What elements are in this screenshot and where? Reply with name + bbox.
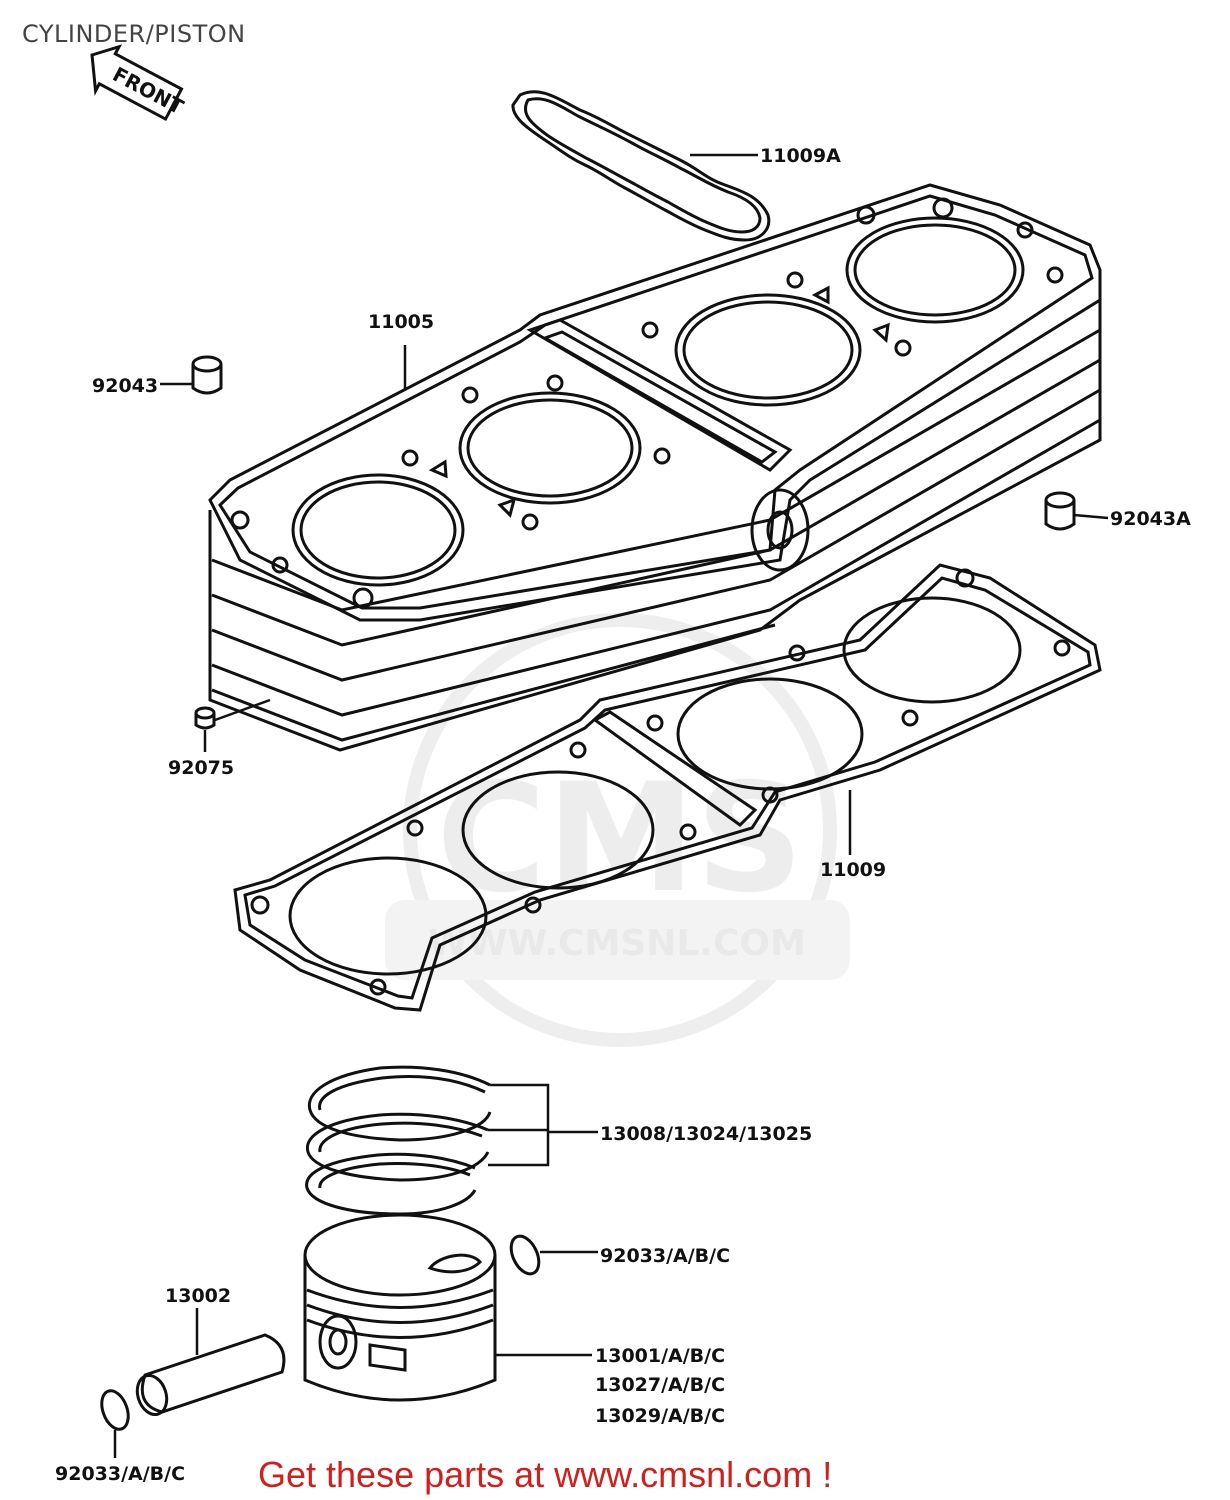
page-title: CYLINDER/PISTON	[22, 20, 246, 48]
label-92033-top: 92033/A/B/C	[600, 1245, 730, 1267]
label-13001: 13001/A/B/C	[595, 1345, 725, 1367]
dowel-92043	[191, 355, 223, 395]
label-13029: 13029/A/B/C	[595, 1405, 725, 1427]
piston-pin-13002	[135, 1333, 286, 1417]
cylinder-block-11005	[208, 183, 1102, 752]
piston-13001	[303, 1213, 497, 1402]
circlip-92033-bottom	[100, 1389, 130, 1431]
label-92075: 92075	[168, 757, 234, 779]
label-13002: 13002	[165, 1285, 231, 1307]
base-gasket-11009	[233, 563, 1102, 1012]
label-11005: 11005	[368, 311, 434, 333]
label-13008: 13008/13024/13025	[600, 1123, 812, 1145]
front-arrow-icon: FRONT	[90, 44, 188, 122]
label-92033-bottom: 92033/A/B/C	[55, 1463, 185, 1485]
label-92043a: 92043A	[1110, 508, 1191, 530]
label-13027: 13027/A/B/C	[595, 1374, 725, 1396]
watermark-url: WWW.CMSNL.COM	[428, 923, 806, 964]
label-92043: 92043	[92, 375, 158, 397]
label-11009: 11009	[820, 859, 886, 881]
dowel-92043a	[1044, 491, 1076, 531]
cover-gasket-11009a	[511, 90, 771, 242]
label-11009a: 11009A	[760, 145, 841, 167]
watermark: CMS WWW.CMSNL.COM	[385, 613, 850, 1047]
piston-rings-13008	[305, 1065, 492, 1216]
circlip-92033-top	[509, 1234, 541, 1276]
oring-92075	[194, 706, 216, 730]
leader-lines	[113, 153, 1109, 1458]
promo-banner-link[interactable]: Get these parts at www.cmsnl.com !	[258, 1454, 833, 1495]
